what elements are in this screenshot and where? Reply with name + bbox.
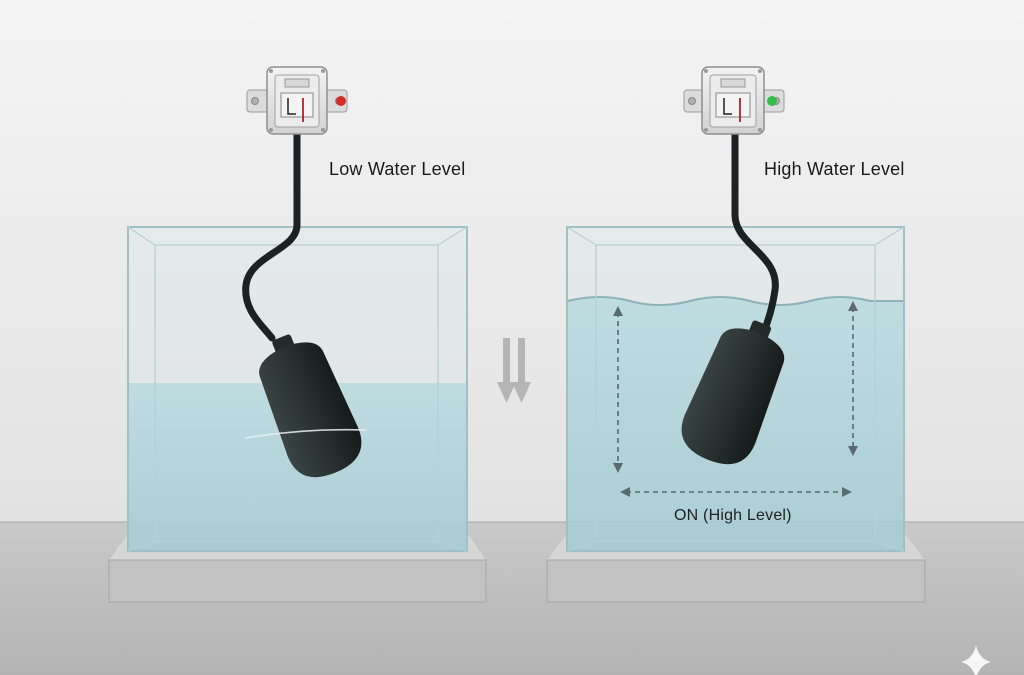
on-high-level-label: ON (High Level) bbox=[674, 507, 792, 524]
left-tank-assembly bbox=[108, 66, 487, 603]
low-water-level-label: Low Water Level bbox=[329, 159, 466, 179]
dimension-arrowheads bbox=[613, 301, 858, 497]
left-tank-base bbox=[108, 559, 487, 603]
right-junction-box bbox=[683, 66, 785, 135]
right-float-cable bbox=[731, 130, 779, 336]
right-water-surface bbox=[567, 296, 903, 306]
right-tank-glass-inner bbox=[595, 244, 876, 542]
right-status-indicator-light bbox=[767, 96, 777, 106]
left-float-cable bbox=[242, 130, 301, 342]
right-float-switch bbox=[681, 320, 785, 465]
high-water-level-label: High Water Level bbox=[764, 159, 905, 179]
left-junction-box bbox=[246, 66, 348, 135]
left-tank-glass-inner bbox=[154, 244, 439, 542]
left-waterline-wrap bbox=[244, 428, 367, 439]
level-dimension-arrows bbox=[617, 307, 854, 493]
right-tank-base bbox=[546, 559, 926, 603]
right-tank-assembly bbox=[546, 66, 926, 603]
left-status-indicator-light bbox=[336, 96, 346, 106]
sparkle-icon bbox=[961, 645, 991, 675]
left-float-switch bbox=[259, 334, 362, 478]
double-down-arrow-icon bbox=[497, 338, 531, 403]
